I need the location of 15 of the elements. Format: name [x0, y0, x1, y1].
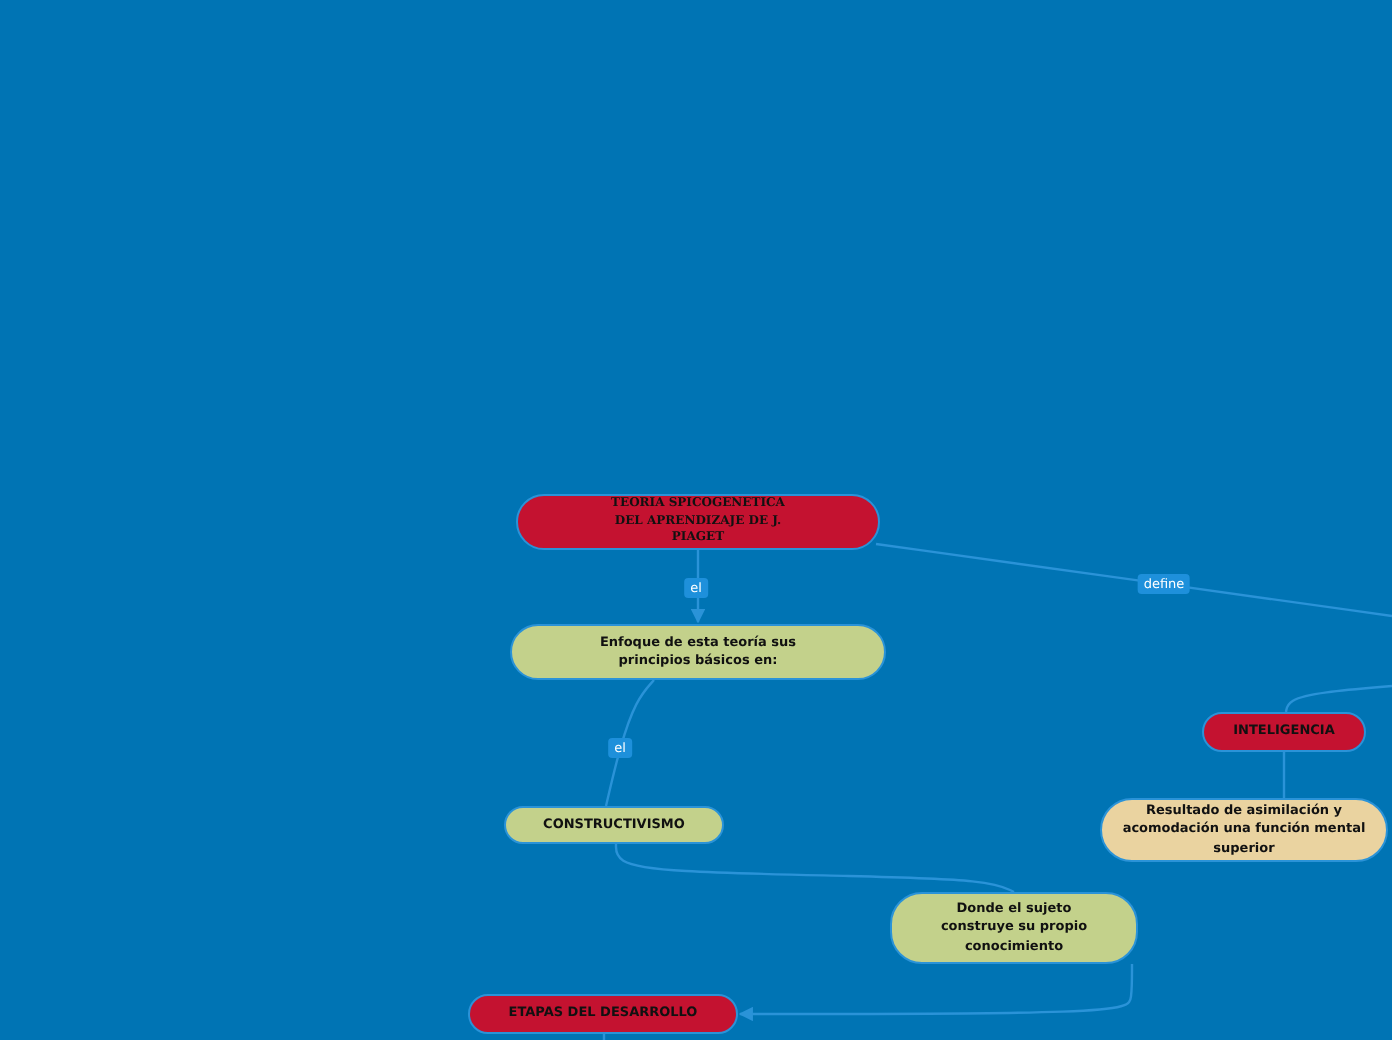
topic-box	[516, 494, 880, 550]
topic-box	[890, 892, 1138, 964]
topic-box	[504, 806, 724, 844]
connector	[690, 550, 706, 624]
connector	[614, 844, 1015, 894]
connector	[604, 679, 655, 807]
topic-box	[1100, 798, 1388, 862]
connector	[1284, 684, 1392, 713]
topic-box	[1202, 712, 1366, 752]
topic-box	[468, 994, 738, 1034]
connector	[738, 964, 1134, 1022]
connector	[875, 542, 1392, 618]
connector	[602, 1034, 606, 1040]
connector	[1282, 752, 1286, 798]
topic-box	[510, 624, 886, 680]
